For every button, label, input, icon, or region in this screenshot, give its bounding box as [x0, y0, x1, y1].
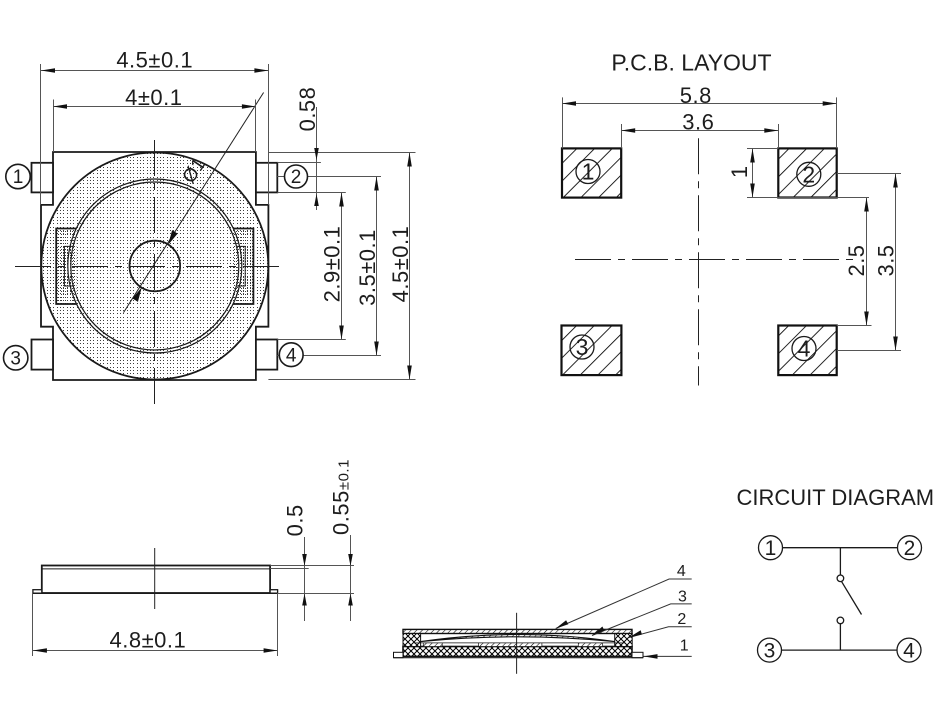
- svg-text:3: 3: [678, 589, 687, 606]
- svg-text:5.8: 5.8: [680, 83, 712, 108]
- svg-text:4: 4: [677, 563, 686, 580]
- svg-text:3: 3: [10, 349, 21, 370]
- svg-text:2.9±0.1: 2.9±0.1: [319, 226, 344, 303]
- svg-text:1: 1: [582, 159, 595, 185]
- svg-text:4: 4: [798, 336, 811, 362]
- svg-text:2.5: 2.5: [844, 244, 869, 276]
- svg-text:4.5±0.1: 4.5±0.1: [388, 226, 413, 303]
- svg-text:2: 2: [291, 167, 302, 188]
- svg-text:P.C.B. LAYOUT: P.C.B. LAYOUT: [611, 50, 771, 76]
- svg-text:4.8±0.1: 4.8±0.1: [110, 628, 187, 653]
- svg-text:1: 1: [13, 167, 24, 188]
- svg-text:0.55±0.1: 0.55±0.1: [329, 459, 354, 535]
- svg-text:4: 4: [286, 345, 297, 366]
- svg-text:4.5±0.1: 4.5±0.1: [116, 48, 193, 73]
- svg-text:0.5: 0.5: [283, 504, 308, 536]
- svg-text:CIRCUIT DIAGRAM: CIRCUIT DIAGRAM: [736, 485, 934, 510]
- svg-text:0.58: 0.58: [295, 87, 320, 132]
- svg-text:4±0.1: 4±0.1: [125, 85, 182, 110]
- svg-text:2: 2: [677, 611, 686, 628]
- svg-text:1: 1: [765, 537, 777, 560]
- svg-text:1: 1: [727, 165, 752, 178]
- svg-text:3.5: 3.5: [874, 244, 899, 276]
- svg-text:3.6: 3.6: [682, 110, 714, 135]
- svg-text:3: 3: [764, 640, 776, 663]
- svg-text:3: 3: [576, 334, 589, 360]
- svg-text:3.5±0.1: 3.5±0.1: [355, 229, 380, 306]
- svg-text:2: 2: [802, 161, 815, 187]
- svg-text:4: 4: [903, 640, 915, 663]
- svg-text:1: 1: [680, 637, 689, 654]
- svg-text:2: 2: [904, 537, 916, 560]
